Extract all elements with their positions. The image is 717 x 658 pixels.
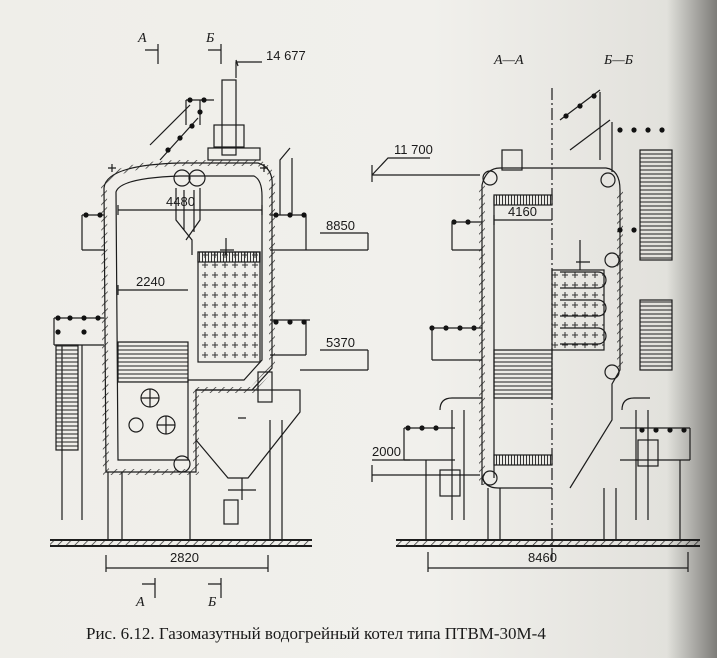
elevation-11700: 11 700	[394, 142, 433, 157]
elevation-2000: 2000	[372, 444, 401, 459]
dimension-2820: 2820	[170, 550, 199, 565]
dimension-4480: 4480	[166, 194, 195, 209]
dimension-4160: 4160	[508, 204, 537, 219]
boiler-drawing: А Б 14 677 4480 2240 8850 5370 2820 А Б …	[50, 31, 700, 610]
elevation-5370: 5370	[326, 335, 355, 350]
section-mark-b-bottom: Б	[207, 595, 216, 610]
elevation-8850: 8850	[326, 218, 355, 233]
section-mark-a-bottom: А	[135, 595, 145, 610]
view-label-bb: Б—Б	[603, 53, 633, 68]
section-mark-b-top: Б	[205, 31, 214, 46]
section-mark-a-top: А	[137, 31, 147, 46]
front-view	[50, 44, 369, 598]
elevation-14677: 14 677	[266, 48, 306, 63]
view-label-aa: А—А	[493, 53, 524, 68]
dimension-8460: 8460	[528, 550, 557, 565]
dimension-2240: 2240	[136, 274, 165, 289]
figure-caption: Рис. 6.12. Газомазутный водогрейный коте…	[86, 624, 546, 643]
side-sections	[371, 88, 700, 572]
